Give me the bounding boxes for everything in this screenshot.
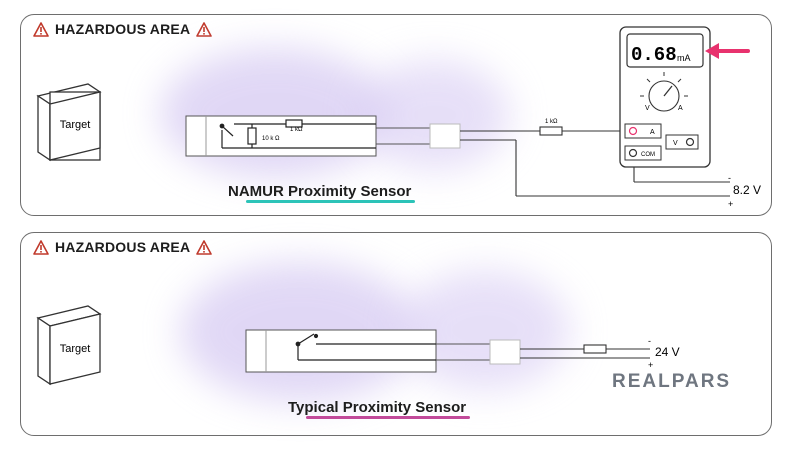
jack-a-label: A — [650, 129, 655, 136]
namur-sensor — [185, 115, 461, 157]
line-resistor-label: 1 kΩ — [545, 119, 558, 125]
supply-plus: + — [648, 360, 653, 370]
hazard-header: HAZARDOUS AREA — [33, 239, 213, 255]
target-box — [36, 305, 102, 386]
supply-minus: - — [648, 336, 651, 346]
warning-icon — [33, 21, 49, 37]
target-label: Target — [60, 343, 91, 355]
dial-left-label: V — [645, 105, 650, 112]
typical-caption: Typical Proximity Sensor — [288, 399, 471, 419]
supply-voltage: 8.2 V — [733, 183, 761, 197]
haze-blob — [360, 60, 510, 170]
jack-v-label: V — [673, 140, 678, 147]
typical-caption-text: Typical Proximity Sensor — [288, 399, 467, 416]
namur-inner-circuit — [219, 119, 376, 149]
warning-icon — [33, 239, 49, 255]
typical-wires — [520, 344, 650, 359]
hazard-label: HAZARDOUS AREA — [55, 239, 191, 255]
supply-voltage: 24 V — [655, 345, 680, 359]
supply-plus: + — [728, 199, 733, 209]
display-value: 0.68 — [631, 44, 677, 66]
namur-wires — [460, 126, 730, 197]
hazard-header: HAZARDOUS AREA — [33, 21, 213, 37]
inner-resistor2-label: 1 kΩ — [290, 127, 303, 133]
target-box — [36, 83, 102, 162]
typical-inner-circuit — [295, 333, 436, 361]
hazard-label: HAZARDOUS AREA — [55, 21, 191, 37]
dial-right-label: A — [678, 105, 683, 112]
typical-sensor — [245, 329, 521, 373]
jack-com-label: COM — [641, 152, 655, 158]
multimeter — [619, 26, 711, 168]
warning-icon — [196, 21, 213, 37]
supply-minus: - — [728, 173, 731, 183]
target-label: Target — [60, 119, 91, 131]
inner-resistor-label: 10 k Ω — [262, 136, 280, 142]
brand-logo: REALPARS — [612, 371, 732, 392]
caption-underline — [246, 200, 416, 203]
arrow-icon — [705, 43, 750, 59]
display-unit: mA — [677, 53, 691, 63]
namur-caption-text: NAMUR Proximity Sensor — [228, 183, 412, 200]
caption-underline — [306, 416, 471, 419]
namur-caption: NAMUR Proximity Sensor — [228, 183, 416, 203]
warning-icon — [196, 239, 213, 255]
